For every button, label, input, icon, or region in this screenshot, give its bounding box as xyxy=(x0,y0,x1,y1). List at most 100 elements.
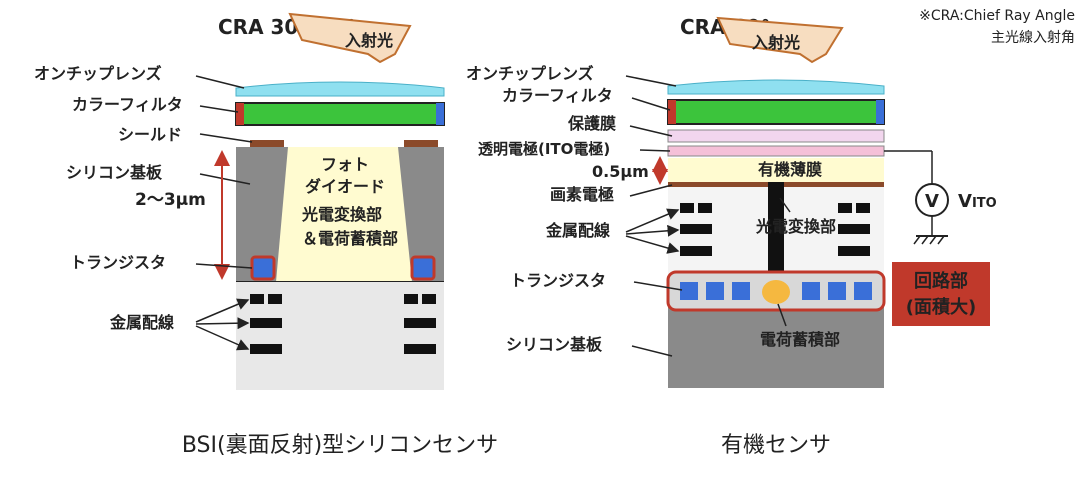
right-leader-ito xyxy=(639,149,671,152)
left-incident-arrow xyxy=(288,12,412,64)
left-shield-1 xyxy=(250,140,284,147)
right-wire-5 xyxy=(838,224,870,234)
left-label-wiring: 金属配線 xyxy=(109,313,174,332)
right-label-microlens: オンチップレンズ xyxy=(466,64,594,83)
right-leader-color-filter xyxy=(631,97,671,111)
left-wire-1b xyxy=(268,294,282,304)
left-leader-color-filter xyxy=(199,105,239,113)
left-label-shield: シールド xyxy=(118,125,182,144)
right-leader-wiring-3 xyxy=(625,235,680,254)
vito-label-sub: ITO xyxy=(972,196,997,211)
right-storage-node xyxy=(762,280,790,304)
right-filter-red xyxy=(668,100,676,124)
circuit-area-line2: (面積大) xyxy=(906,296,976,318)
left-caption: BSI(裏面反射)型シリコンセンサ xyxy=(182,433,498,458)
right-incident-arrow xyxy=(716,16,844,64)
right-color-filter xyxy=(667,99,885,125)
right-wire-6 xyxy=(838,246,870,256)
left-filter-blue xyxy=(436,103,444,125)
left-leader-transistor xyxy=(195,263,253,269)
right-protect-film xyxy=(667,129,885,143)
vito-label: VITO xyxy=(958,191,997,212)
right-ito-electrode xyxy=(667,145,885,157)
right-wire-4a xyxy=(838,203,852,213)
right-organic-film xyxy=(668,158,884,182)
left-wire-6 xyxy=(404,344,436,354)
left-wire-1a xyxy=(250,294,264,304)
ground-icon-hatch-4 xyxy=(937,235,945,245)
right-incident-label: 入射光 xyxy=(752,33,800,52)
right-leader-wiring-1 xyxy=(625,208,680,233)
left-wire-4b xyxy=(422,294,436,304)
left-leader-wiring-3 xyxy=(195,325,250,351)
right-transistor-1 xyxy=(680,282,698,300)
right-leader-substrate xyxy=(631,345,673,357)
right-leader-protect xyxy=(629,125,673,137)
left-transistor-1 xyxy=(250,255,276,281)
right-leader-transistor xyxy=(633,281,683,291)
right-leader-microlens xyxy=(625,75,677,87)
right-leader-wiring-2 xyxy=(625,224,680,237)
left-label-substrate: シリコン基板 xyxy=(66,163,163,182)
right-wire-1a xyxy=(680,203,694,213)
right-caption: 有機センサ xyxy=(721,433,831,458)
right-wire-3 xyxy=(680,246,712,256)
left-label-transistor: トランジスタ xyxy=(70,253,166,272)
vito-source-symbol: V xyxy=(925,191,939,212)
right-label-substrate: シリコン基板 xyxy=(506,335,603,354)
ground-icon-hatch-3 xyxy=(929,235,937,245)
right-label-ito: 透明電極(ITO電極) xyxy=(478,140,610,158)
left-photodiode-line1: フォト xyxy=(321,155,369,174)
left-photodiode-region xyxy=(276,147,412,282)
left-wire-3 xyxy=(250,344,282,354)
right-transistor-6 xyxy=(854,282,872,300)
right-label-color-filter: カラーフィルタ xyxy=(502,86,613,105)
right-label-protect: 保護膜 xyxy=(567,114,616,133)
left-label-color-filter: カラーフィルタ xyxy=(72,95,183,114)
circuit-area-line1: 回路部 xyxy=(914,270,968,292)
left-wire-5 xyxy=(404,318,436,328)
right-transistor-3 xyxy=(732,282,750,300)
right-storage-label: 電荷蓄積部 xyxy=(760,330,840,349)
circuit-area-box xyxy=(892,262,990,326)
left-leader-wiring-2 xyxy=(195,317,250,330)
right-transistor-4 xyxy=(802,282,820,300)
left-leader-wiring-1 xyxy=(195,298,250,323)
right-filter-blue xyxy=(876,100,884,124)
left-color-filter xyxy=(235,102,445,126)
note-line1: ※CRA:Chief Ray Angle xyxy=(919,8,1075,24)
note-line2: 主光線入射角 xyxy=(991,30,1075,46)
ground-icon-hatch-1 xyxy=(913,235,921,245)
left-conv-line2: ＆電荷蓄積部 xyxy=(302,229,398,248)
left-shield-2 xyxy=(404,140,438,147)
left-photodiode-line2: ダイオード xyxy=(305,177,385,196)
right-microlens xyxy=(667,79,885,95)
left-filter-red xyxy=(236,103,244,125)
right-wire-2 xyxy=(680,224,712,234)
ground-icon-hatch-2 xyxy=(921,235,929,245)
left-leader-shield xyxy=(199,133,253,143)
left-wire-2 xyxy=(250,318,282,328)
right-leader-storage xyxy=(777,303,787,327)
left-microlens xyxy=(235,81,445,97)
right-organic-label: 有機薄膜 xyxy=(758,160,822,179)
right-conv-label: 光電変換部 xyxy=(755,217,836,236)
right-via xyxy=(768,182,784,276)
right-leader-pixel-electrode xyxy=(629,184,673,197)
left-transistor-2 xyxy=(410,255,436,281)
right-label-wiring: 金属配線 xyxy=(545,221,610,240)
right-label-pixel-electrode: 画素電極 xyxy=(550,185,614,204)
left-wire-4a xyxy=(404,294,418,304)
vito-label-main: V xyxy=(958,191,972,212)
right-wire-1b xyxy=(698,203,712,213)
left-label-thickness: 2〜3μm xyxy=(135,190,206,210)
right-wire-4b xyxy=(856,203,870,213)
right-leader-conv xyxy=(779,197,791,213)
right-transistor-2 xyxy=(706,282,724,300)
left-conv-line1: 光電変換部 xyxy=(301,205,382,224)
right-label-transistor: トランジスタ xyxy=(510,271,606,290)
left-label-microlens: オンチップレンズ xyxy=(34,64,162,83)
left-incident-label: 入射光 xyxy=(345,31,393,50)
right-transistor-5 xyxy=(828,282,846,300)
